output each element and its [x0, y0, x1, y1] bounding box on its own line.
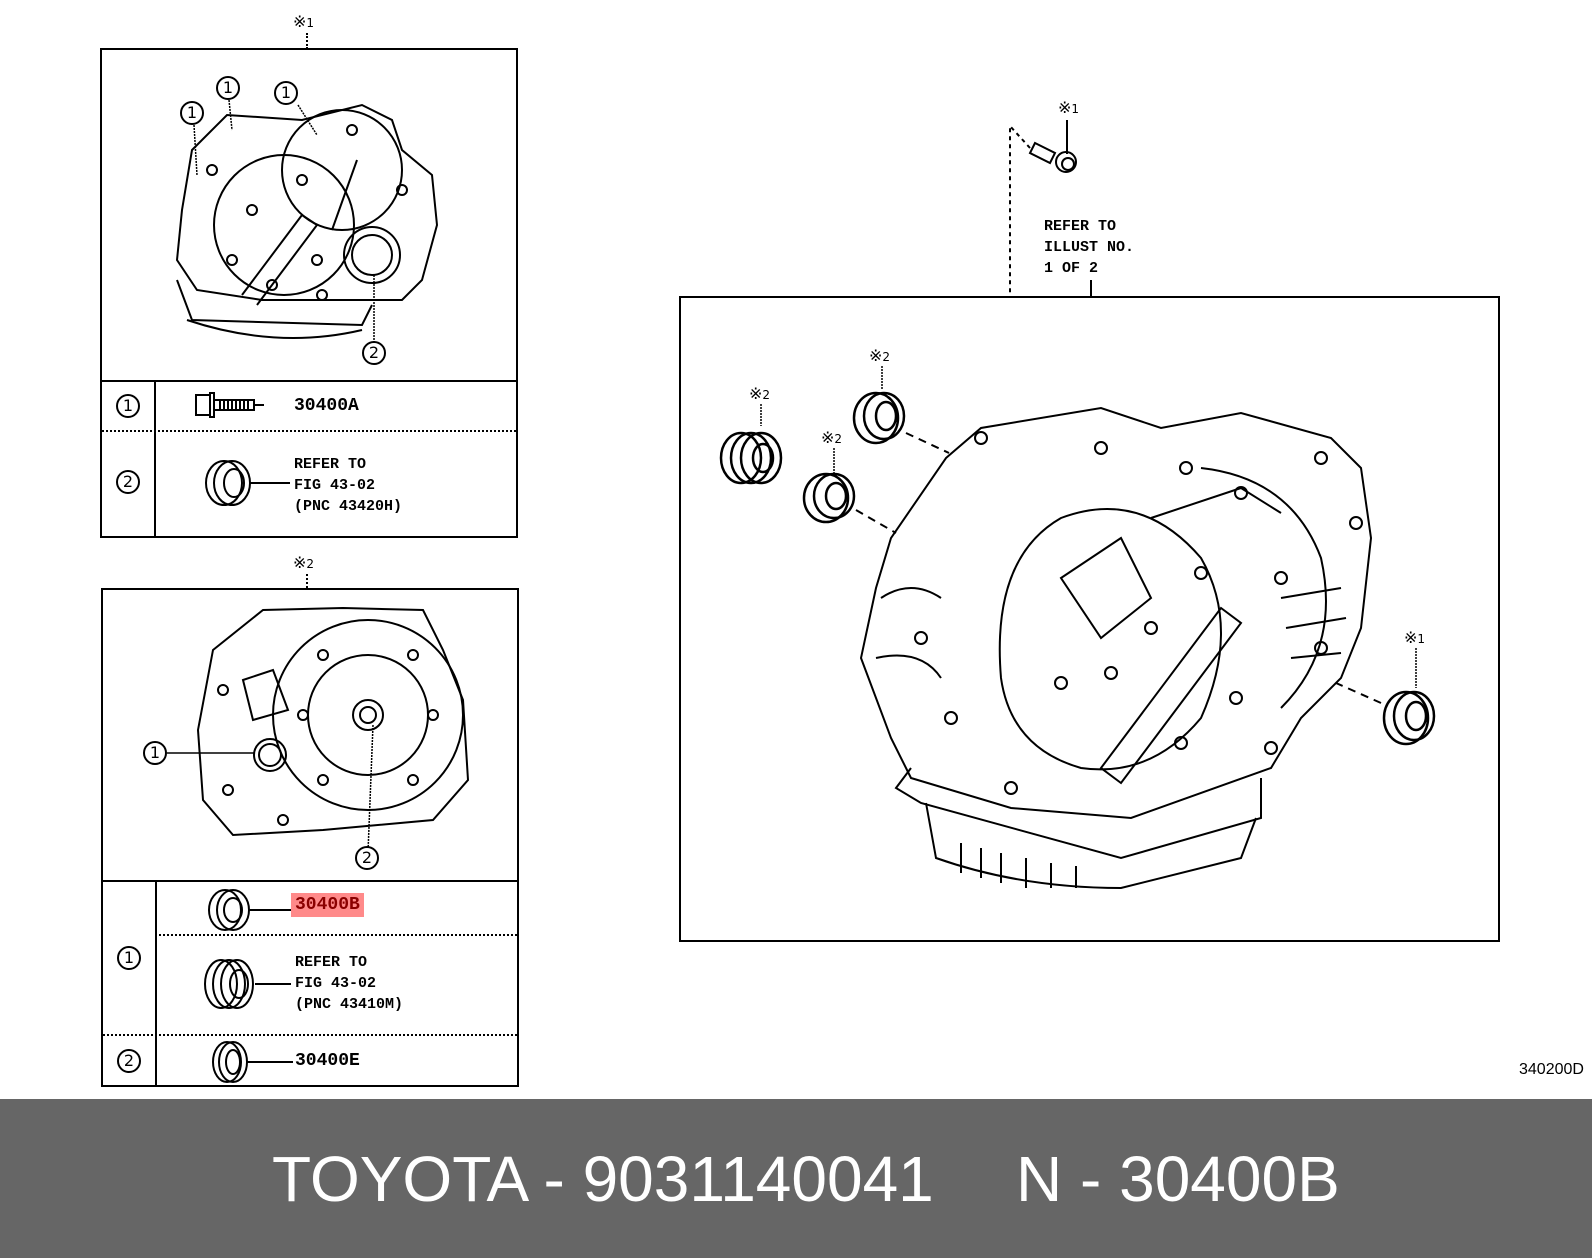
seal-note-b: ※2: [869, 346, 891, 365]
note-leader: [306, 33, 309, 49]
sub-row-divider: [155, 934, 517, 936]
bolt-icon: [195, 392, 264, 418]
callout-1: 1: [143, 741, 167, 765]
callout-1c: 1: [274, 81, 298, 105]
callout-1b: 1: [216, 76, 240, 100]
transaxle-front-illustration-icon: [167, 606, 470, 853]
table-row: 2 REFER TO FIG 43-02 (PNC 43420H): [102, 430, 516, 538]
note-mark-2: ※2: [293, 553, 315, 572]
callout-2: 2: [362, 341, 386, 365]
refer-note: REFER TO FIG 43-02 (PNC 43420H): [294, 456, 403, 515]
panel-transaxle-view-1: 1 1 1 2 1 30400A 2 REFER T: [100, 48, 518, 538]
row-index-1: 1: [117, 946, 141, 970]
column-divider: [154, 432, 156, 538]
table-row: 1 30400A: [102, 380, 516, 432]
transaxle-assembly-illustration-icon: [719, 366, 1436, 890]
refer-leader: [1090, 280, 1093, 296]
row-index-2: 2: [117, 1049, 141, 1073]
figure-code: 340200D: [1519, 1061, 1584, 1078]
note-leader: [306, 574, 309, 588]
row-index-2: 2: [116, 470, 140, 494]
row-index-1: 1: [116, 394, 140, 418]
oil-seal-icon: [208, 889, 291, 931]
part-label-30400A[interactable]: 30400A: [294, 396, 359, 416]
seal-note-c: ※2: [821, 428, 843, 447]
double-seal: [719, 431, 783, 485]
seal-note-a: ※2: [749, 384, 771, 403]
column-divider: [155, 1036, 157, 1087]
footer-reference-code: N - 30400B: [1016, 1143, 1340, 1215]
callout-1a: 1: [180, 101, 204, 125]
footer-bar: TOYOTA - 9031140041 N - 30400B: [0, 1099, 1592, 1258]
footer-brand-part-number: TOYOTA - 9031140041: [272, 1143, 934, 1215]
callout-2: 2: [355, 846, 379, 870]
table-row: 2 30400E: [103, 1034, 517, 1087]
transaxle-illustration-icon: [175, 99, 439, 342]
double-seal-icon: [204, 959, 291, 1009]
oil-seal-icon: [212, 1041, 293, 1083]
part-label-30400E[interactable]: 30400E: [295, 1051, 360, 1071]
bolt-note-mark: ※1: [1058, 98, 1080, 117]
highlighted-part[interactable]: 30400B: [291, 893, 364, 917]
note-mark-1: ※1: [293, 12, 315, 31]
panel-transaxle-view-2: 1 2 1 30400B REFER: [101, 588, 519, 1087]
refer-note: REFER TO FIG 43-02 (PNC 43410M): [295, 954, 404, 1013]
seal-note-d: ※1: [1404, 628, 1426, 647]
oil-seal-icon: [205, 460, 290, 506]
table-row-group-1: 1 30400B REFER TO FIG 43-02 (PNC 434: [103, 880, 517, 1036]
column-divider: [155, 882, 157, 1036]
part-label-30400B[interactable]: 30400B: [291, 893, 364, 917]
flange-bolt-icon: [1009, 120, 1077, 428]
main-refer-note: REFER TO ILLUST NO. 1 OF 2: [1044, 218, 1135, 277]
panel-transaxle-assembly: ※2 ※2 ※2 ※1: [679, 296, 1500, 942]
column-divider: [154, 382, 156, 432]
